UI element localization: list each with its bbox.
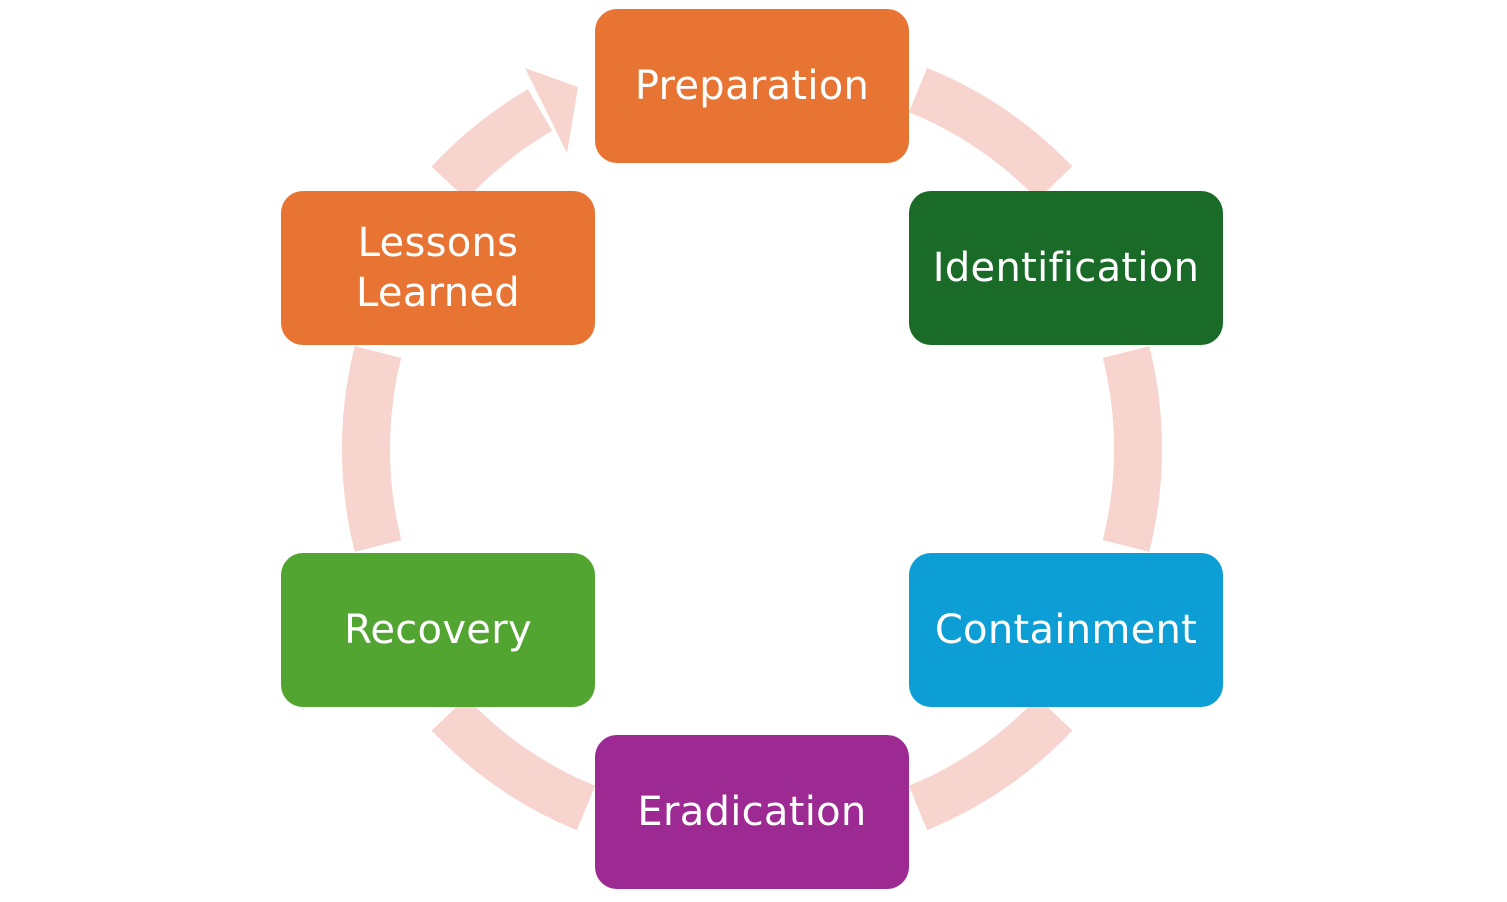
stage-label: Recovery <box>344 607 532 653</box>
stage-containment: Containment <box>909 553 1223 707</box>
stage-eradication: Eradication <box>595 735 909 889</box>
stage-label: Identification <box>932 245 1200 291</box>
stage-label: Lessons Learned <box>356 220 520 316</box>
ring-arc-eradication-to-recovery <box>431 697 596 831</box>
ring-arc-preparation-to-identification <box>908 67 1073 200</box>
stage-recovery: Recovery <box>281 553 595 707</box>
ring-arc-identification-to-containment <box>1102 346 1163 552</box>
arrowhead-icon <box>525 68 578 153</box>
stage-label: Preparation <box>634 63 870 109</box>
stage-lessons-learned: Lessons Learned <box>281 191 595 345</box>
stage-identification: Identification <box>909 191 1223 345</box>
ring-arc-containment-to-eradication <box>908 697 1073 831</box>
stage-label: Eradication <box>637 789 867 835</box>
stage-label: Containment <box>934 607 1198 653</box>
ring-arc-lessons-to-preparation <box>431 89 553 200</box>
stage-preparation: Preparation <box>595 9 909 163</box>
ring-arc-recovery-to-lessons <box>341 346 402 552</box>
